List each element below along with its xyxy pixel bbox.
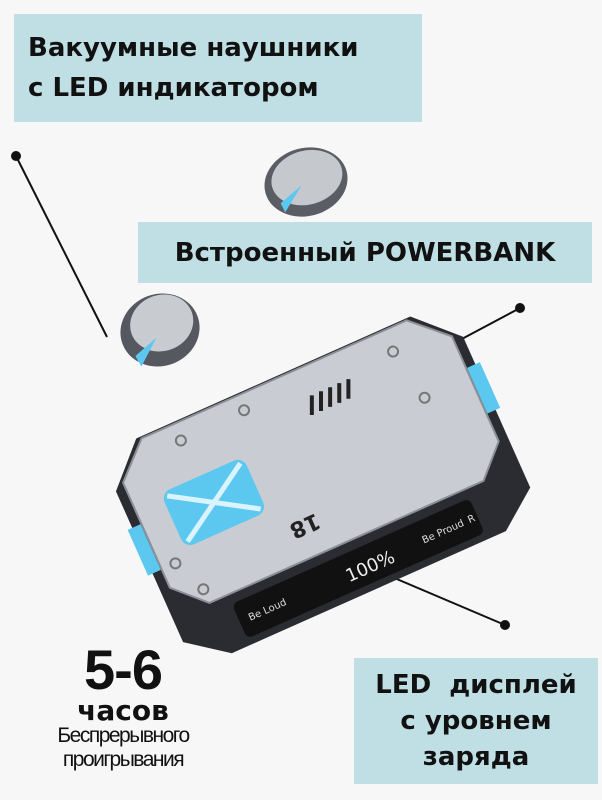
playtime-hours: 5-6 bbox=[84, 638, 163, 701]
earbud-right bbox=[264, 147, 348, 217]
callout-display: LED дисплей с уровнем заряда bbox=[354, 658, 598, 784]
callout-display-line1: LED дисплей bbox=[375, 670, 577, 700]
playtime-line1: Беспрерывного bbox=[57, 724, 190, 747]
callout-earbuds: Вакуумные наушники с LED индикатором bbox=[14, 14, 422, 122]
callout-powerbank: Встроенный POWERBANK bbox=[138, 222, 592, 283]
callout-earbuds-line1: Вакуумные наушники bbox=[28, 33, 359, 63]
playtime-line2: проигрывания bbox=[62, 748, 185, 771]
playtime-block: 5-6 часов Беспрерывного проигрывания bbox=[28, 642, 218, 772]
callout-display-line3: заряда bbox=[422, 742, 530, 772]
playtime-unit: часов bbox=[77, 694, 169, 727]
right-marker: R bbox=[466, 513, 477, 526]
callout-earbuds-line2: с LED индикатором bbox=[28, 73, 319, 103]
charging-case: 18 Be Loud 100% Be Proud R bbox=[115, 316, 531, 654]
callout-powerbank-text: Встроенный POWERBANK bbox=[174, 237, 556, 268]
earbud-left bbox=[120, 293, 200, 367]
callout-display-line2: с уровнем bbox=[400, 706, 552, 736]
pointer-earbuds bbox=[11, 151, 108, 338]
